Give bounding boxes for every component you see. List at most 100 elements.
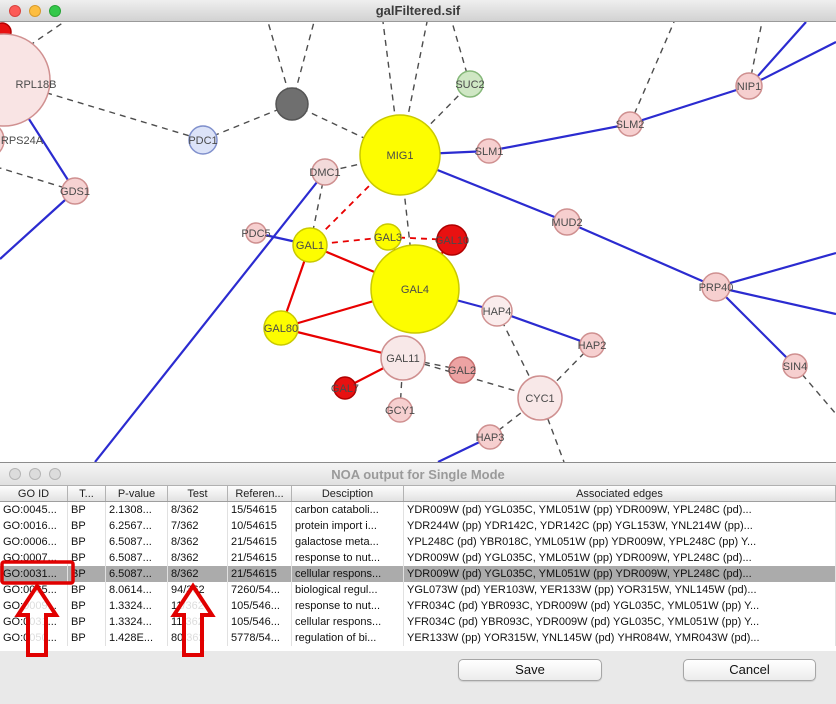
table-cell: GO:0050... (0, 630, 68, 646)
graph-node-GAL11[interactable] (380, 335, 426, 381)
graph-node-HAP2[interactable] (579, 332, 605, 358)
graph-node-label-GDS1: GDS1 (60, 186, 90, 198)
graph-node-RPL18B[interactable] (0, 33, 51, 127)
graph-edge-MUD2-PRP40[interactable] (566, 220, 717, 289)
table-cell: GO:0031... (0, 566, 68, 582)
graph-node-CYC1[interactable] (517, 375, 563, 421)
graph-edge-SLM2-pt[interactable] (629, 22, 675, 125)
graph-node-RPS24A[interactable] (0, 122, 5, 158)
save-button[interactable]: Save (458, 659, 602, 681)
table-cell: 2.1308... (106, 502, 168, 518)
graph-node-HAP4[interactable] (481, 295, 513, 327)
graph-node-GAL10[interactable] (436, 224, 468, 256)
table-cell: 15/54615 (228, 502, 292, 518)
graph-edge-PRP40-SIN4[interactable] (715, 286, 796, 367)
minimize-button[interactable] (29, 468, 41, 480)
graph-node-SLM2[interactable] (617, 111, 643, 137)
graph-edge-PRP40-pt[interactable] (715, 251, 836, 289)
table-cell: response to nut... (292, 598, 404, 614)
graph-edge-PRP40-pt[interactable] (715, 285, 836, 316)
graph-edge-NIP1-pt[interactable] (748, 41, 836, 87)
column-header-3[interactable]: Test (168, 486, 228, 501)
table-cell: 6.2567... (106, 518, 168, 534)
graph-edge-SLM1-SLM2[interactable] (488, 122, 631, 153)
graph-node-PRP40[interactable] (701, 272, 731, 302)
table-cell: 8/362 (168, 550, 228, 566)
table-cell: 6.5087... (106, 534, 168, 550)
graph-node-NIP1[interactable] (735, 72, 763, 100)
cancel-button[interactable]: Cancel (683, 659, 816, 681)
graph-node-label-SUC2: SUC2 (455, 79, 484, 91)
table-cell: BP (68, 630, 106, 646)
table-cell: 94/362 (168, 582, 228, 598)
minimize-button[interactable] (29, 4, 41, 17)
table-cell: GO:0045... (0, 502, 68, 518)
graph-node-label-RPL18B: RPL18B (16, 79, 57, 91)
graph-node-SLM1[interactable] (476, 138, 502, 164)
zoom-button[interactable] (49, 468, 61, 480)
column-header-1[interactable]: T... (68, 486, 106, 501)
table-cell: cellular respons... (292, 614, 404, 630)
column-header-0[interactable]: GO ID (0, 486, 68, 501)
graph-edge-pt-pt[interactable] (19, 22, 65, 53)
column-header-4[interactable]: Referen... (228, 486, 292, 501)
graph-edge-SLM2-NIP1[interactable] (629, 84, 750, 126)
table-cell: 11/362 (168, 598, 228, 614)
graph-edge-GCY1-GAL11[interactable] (399, 357, 404, 411)
table-cell: 6.5087... (106, 550, 168, 566)
graph-node-label-HAP3: HAP3 (476, 432, 505, 444)
table-cell: 8.0614... (106, 582, 168, 598)
table-cell: 21/54615 (228, 566, 292, 582)
graph-node-GAL4[interactable] (370, 244, 460, 334)
graph-node-SUC2[interactable] (456, 70, 484, 98)
graph-node-PDC1[interactable] (188, 125, 218, 155)
graph-node-label-GAL80: GAL80 (264, 323, 298, 335)
table-cell: BP (68, 566, 106, 582)
graph-node-HAP3[interactable] (477, 424, 503, 450)
graph-node-label-GAL10: GAL10 (435, 235, 469, 247)
graph-node-label-NIP1: NIP1 (737, 81, 761, 93)
graph-edge-NIP1-pt[interactable] (748, 22, 807, 87)
graph-node-SIN4[interactable] (782, 353, 808, 379)
graph-node-GAL3[interactable] (374, 223, 402, 251)
close-button[interactable] (9, 468, 21, 480)
graph-edge-HAP4-HAP2[interactable] (496, 309, 593, 347)
graph-node-PDC5[interactable] (245, 222, 267, 244)
table-cell: BP (68, 614, 106, 630)
table-cell: 1.3324... (106, 598, 168, 614)
network-window-titlebar[interactable]: galFiltered.sif (0, 0, 836, 22)
table-cell: 8/362 (168, 502, 228, 518)
graph-node-label-CYC1: CYC1 (525, 393, 554, 405)
column-header-5[interactable]: Desciption (292, 486, 404, 501)
noa-window-titlebar[interactable]: NOA output for Single Mode (0, 463, 836, 486)
graph-node-GDS1[interactable] (61, 177, 89, 205)
graph-node-GAL2[interactable] (448, 356, 476, 384)
graph-node-MIG1[interactable] (359, 114, 441, 196)
graph-node-gray-node[interactable] (275, 87, 309, 121)
graph-edge-pt-DMC1[interactable] (94, 171, 326, 462)
graph-node-label-PDC5: PDC5 (241, 228, 270, 240)
graph-node-GAL1[interactable] (292, 227, 328, 263)
graph-node-MUD2[interactable] (553, 208, 581, 236)
graph-node-GAL80[interactable] (263, 310, 299, 346)
graph-node-label-MIG1: MIG1 (387, 150, 414, 162)
zoom-button[interactable] (49, 4, 61, 17)
table-cell: YPL248C (pd) YBR018C, YML051W (pp) YDR00… (404, 534, 836, 550)
column-header-6[interactable]: Associated edges (404, 486, 836, 501)
graph-node-GCY1[interactable] (387, 397, 413, 423)
column-header-2[interactable]: P-value (106, 486, 168, 501)
graph-node-GAL7[interactable] (333, 376, 357, 400)
graph-edge-GDS1-pt[interactable] (0, 190, 76, 260)
close-button[interactable] (9, 4, 21, 17)
graph-node-DMC1[interactable] (311, 158, 339, 186)
